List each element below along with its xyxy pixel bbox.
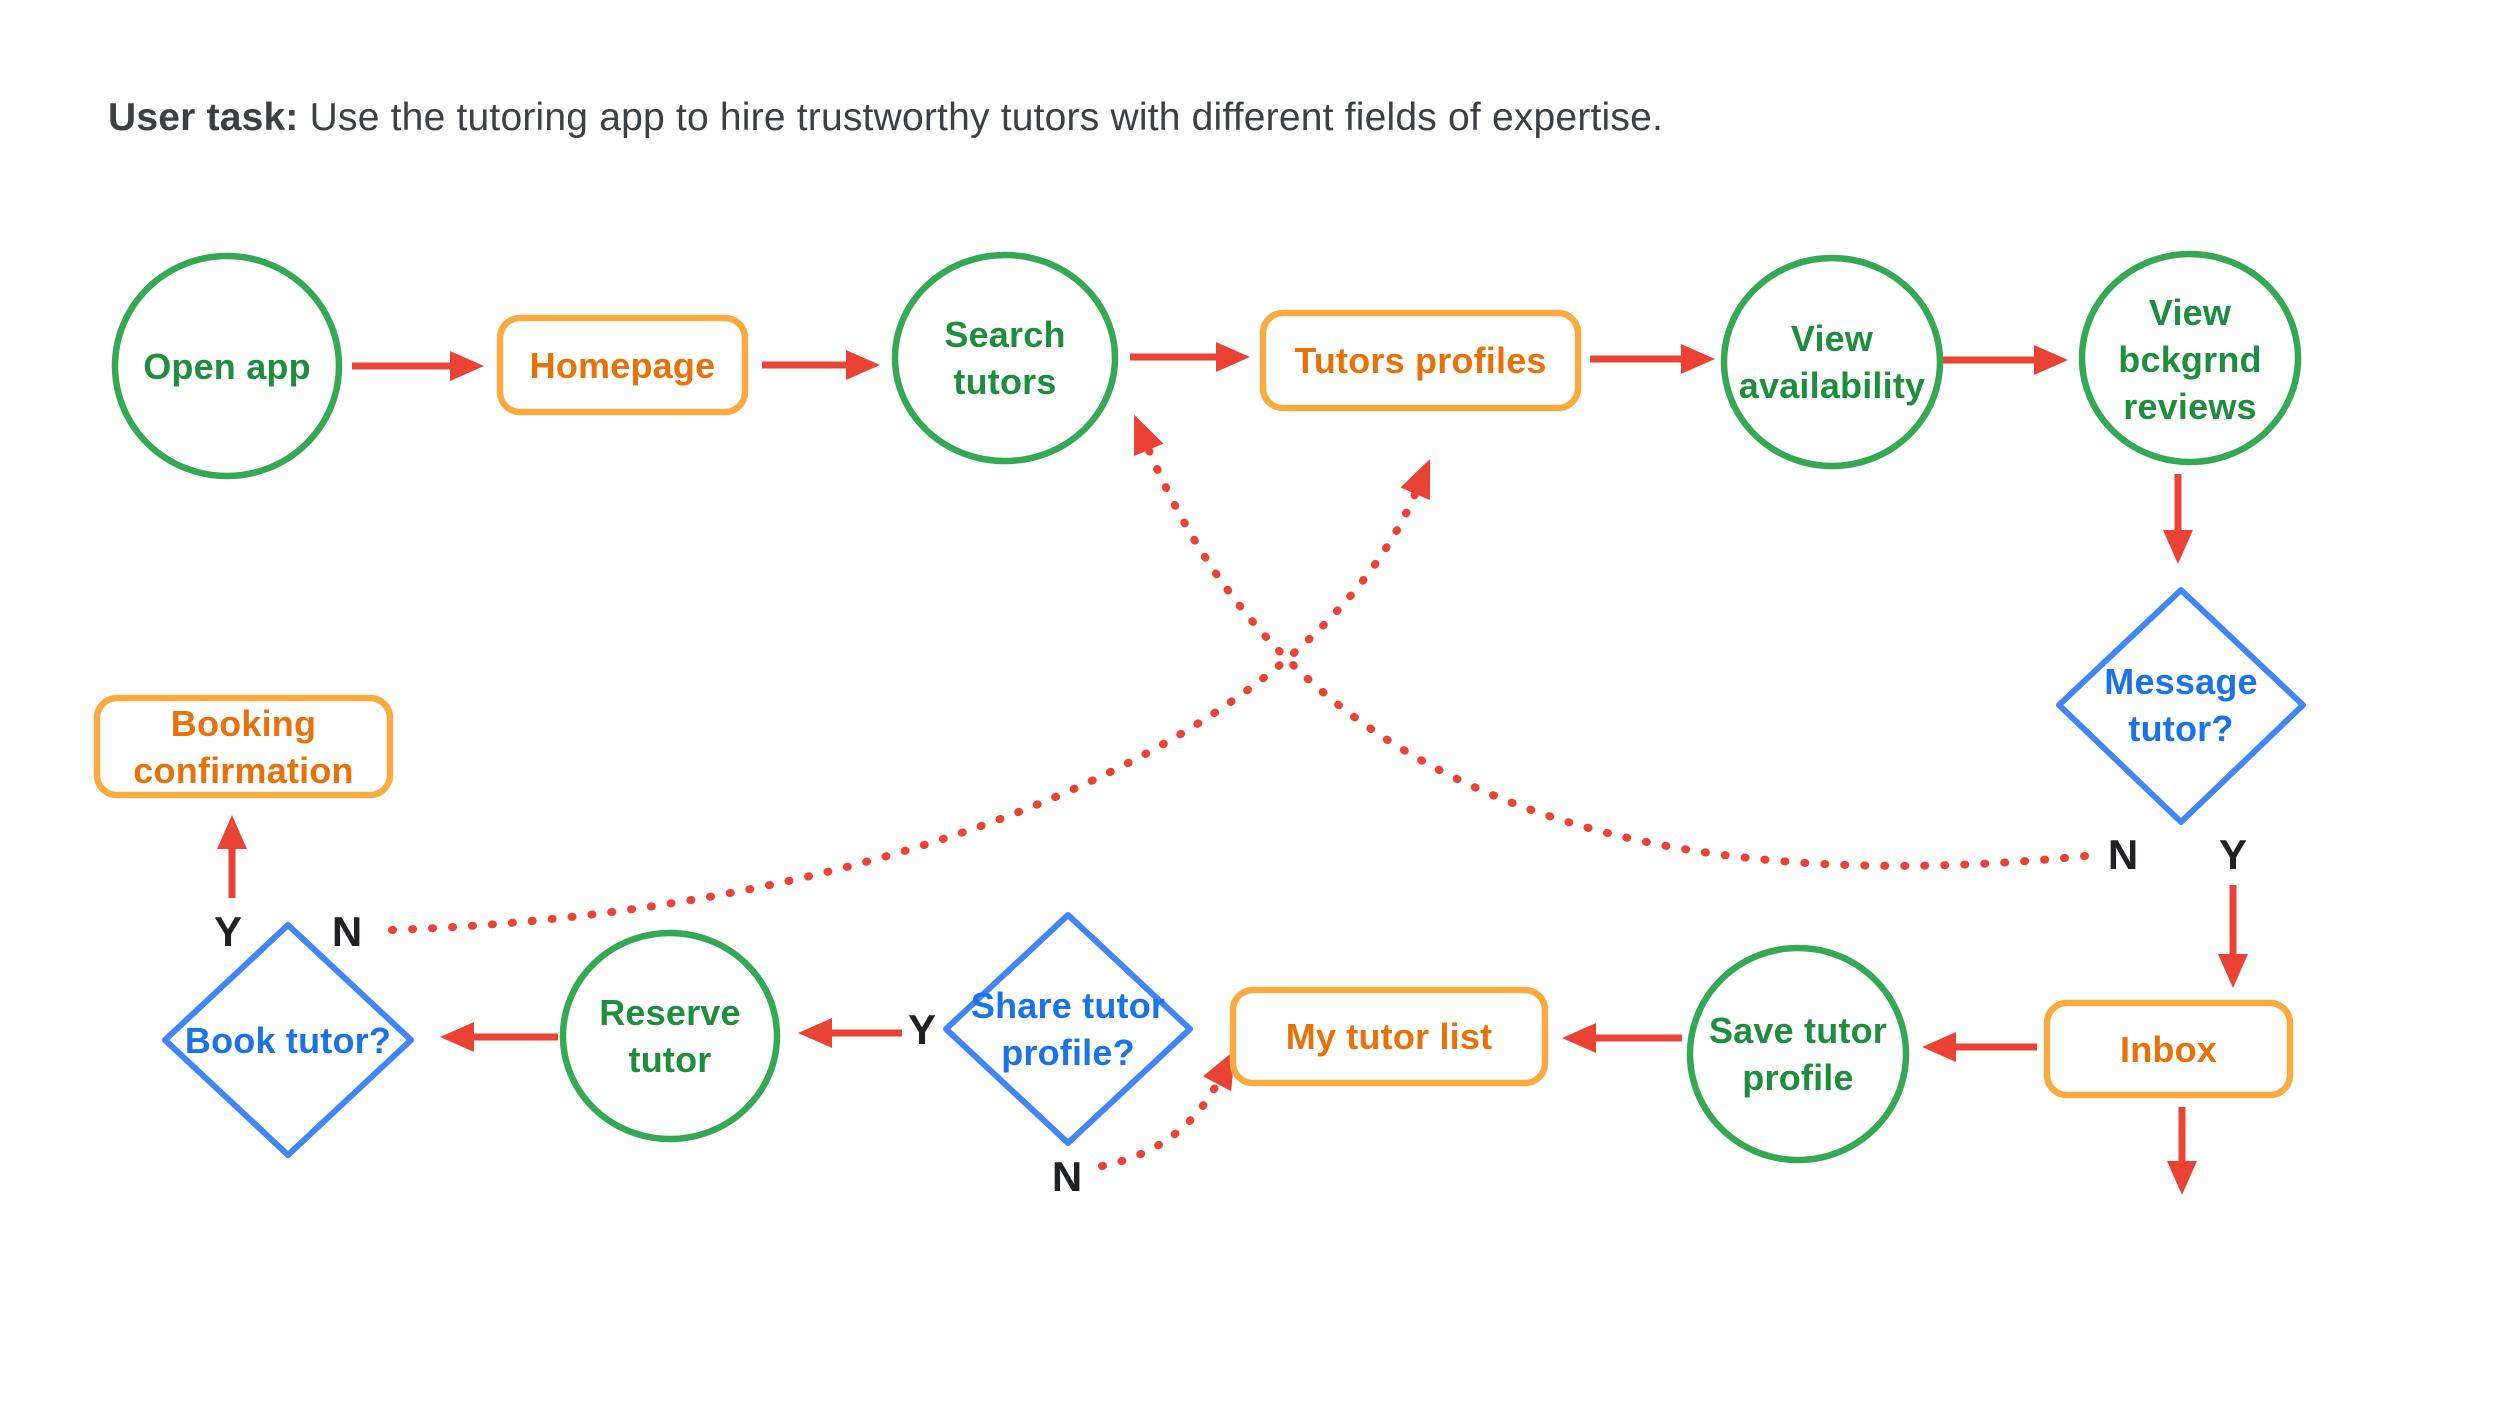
node-tutors-profiles-box [1259, 309, 1582, 412]
label-line: profile? [1001, 1032, 1135, 1073]
node-homepage-label: Homepage [500, 318, 745, 412]
node-book-tutor-diamond [162, 922, 414, 1158]
branch-label-book-no: N [331, 908, 363, 955]
node-booking-confirmation-box [93, 694, 394, 799]
node-inbox-box [2043, 999, 2294, 1099]
label-line: Reserve [599, 992, 741, 1033]
branch-label-book-yes: Y [213, 908, 242, 955]
node-book-tutor-label: Book tutor? [168, 1010, 408, 1070]
label-line: Inbox [2120, 1028, 2217, 1070]
label-line: profile [1742, 1057, 1854, 1098]
node-view-bckgrnd-reviews-label: View bckgrnd reviews [2090, 287, 2290, 432]
node-tutors-profiles-label: Tutors profiles [1263, 313, 1578, 408]
label-line: Booking [170, 702, 317, 744]
dotted-arrow-book-no-to-tutors-profiles [388, 458, 1431, 934]
node-reserve-tutor-label: Reserve tutor [580, 981, 760, 1091]
label-line: tutors [953, 361, 1057, 402]
node-reserve-tutor-circle [559, 929, 781, 1143]
node-open-app-label: Open app [117, 306, 337, 426]
label-line: availability [1738, 365, 1926, 406]
node-search-tutors-label: Search tutors [905, 298, 1105, 418]
dotted-arrow-share-no-to-my-tutor-list [1098, 1050, 1235, 1170]
dotted-arrow-message-no-to-search-tutors [1134, 414, 2089, 870]
node-inbox-label: Inbox [2047, 1003, 2290, 1095]
node-homepage-box [496, 314, 749, 416]
label-line: Message [2104, 661, 2258, 702]
label-line: Book tutor? [184, 1019, 392, 1061]
label-line: confirmation [133, 749, 354, 791]
label-line: Open app [143, 345, 311, 387]
label-line: reviews [2123, 386, 2257, 427]
label-line: Search [944, 314, 1066, 355]
label-line: My tutor list [1285, 1016, 1493, 1057]
label-line: bckgrnd [2118, 339, 2262, 380]
node-view-bckgrnd-reviews-circle [2078, 250, 2302, 466]
label-line: Homepage [529, 344, 716, 386]
branch-label-share-yes: Y [907, 1006, 936, 1053]
label-line: View [1790, 318, 1874, 359]
node-view-availability-circle [1720, 254, 1944, 470]
node-my-tutor-list-label: My tutor list [1233, 990, 1545, 1083]
label-line: tutor [628, 1039, 712, 1080]
node-my-tutor-list-box [1229, 986, 1549, 1087]
node-message-tutor-diamond [2056, 587, 2306, 825]
page-title-text: Use the tutoring app to hire trustworthy… [309, 96, 1664, 139]
node-save-tutor-profile-label: Save tutor profile [1688, 999, 1908, 1109]
branch-label-share-no: N [1051, 1153, 1083, 1200]
label-line: Save tutor [1708, 1010, 1888, 1051]
node-share-tutor-profile-label: Share tutor profile? [958, 974, 1178, 1084]
page-title: User task: Use the tutoring app to hire … [108, 96, 1663, 140]
label-line: Share tutor [970, 985, 1166, 1026]
branch-label-message-yes: Y [2218, 831, 2247, 878]
page-title-bold: User task: [108, 96, 299, 139]
node-open-app-circle [111, 252, 343, 480]
node-view-availability-label: View availability [1712, 302, 1952, 422]
node-save-tutor-profile-circle [1686, 944, 1910, 1164]
node-search-tutors-circle [891, 251, 1119, 465]
node-message-tutor-label: Message tutor? [2081, 650, 2281, 760]
node-booking-confirmation-label: Booking confirmation [97, 698, 390, 795]
label-line: View [2148, 292, 2232, 333]
branch-label-message-no: N [2107, 831, 2139, 878]
label-line: Tutors profiles [1294, 340, 1547, 381]
label-line: tutor? [2128, 708, 2234, 749]
node-share-tutor-profile-diamond [943, 912, 1193, 1146]
